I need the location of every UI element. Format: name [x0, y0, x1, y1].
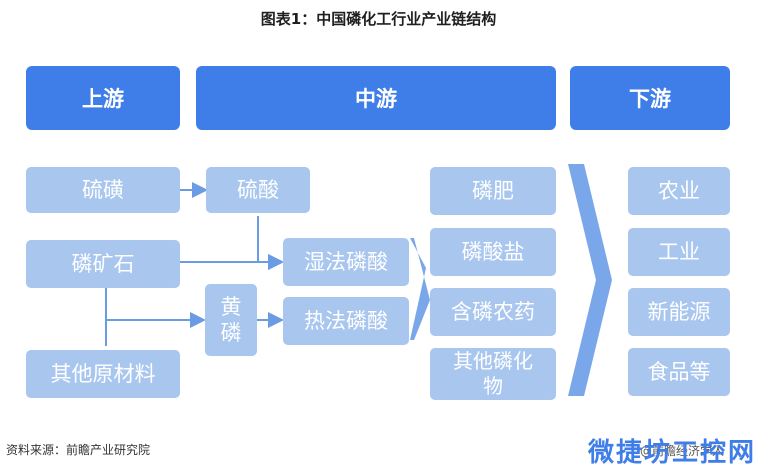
- box-other-phosphides: 其他磷化 物: [430, 348, 556, 400]
- chevron-products: [568, 164, 612, 396]
- arrow-rock-to-yellow: [105, 288, 206, 328]
- header-downstream: 下游: [570, 66, 730, 130]
- box-phosphate-fertilizer: 磷肥: [430, 167, 556, 215]
- header-midstream: 中游: [196, 66, 556, 130]
- arrow-acid-to-wet: [257, 216, 284, 270]
- box-thermal-process-acid: 热法磷酸: [283, 297, 409, 345]
- box-new-energy: 新能源: [628, 288, 730, 336]
- other-phosphides-line1: 其他磷化: [453, 349, 533, 373]
- box-other-materials: 其他原材料: [26, 350, 180, 398]
- yellow-phosphorus-line2: 磷: [220, 321, 242, 345]
- box-yellow-phosphorus: 黄 磷: [205, 284, 257, 356]
- other-phosphides-line2: 物: [483, 374, 503, 398]
- figure-title: 图表1：中国磷化工行业产业链结构: [260, 10, 497, 28]
- box-phosphorus-pesticide: 含磷农药: [430, 288, 556, 336]
- box-phosphate-rock: 磷矿石: [26, 240, 180, 288]
- yellow-phosphorus-line1: 黄: [220, 294, 242, 319]
- box-agriculture: 农业: [628, 167, 730, 215]
- box-industry: 工业: [628, 228, 730, 276]
- box-food: 食品等: [628, 348, 730, 396]
- source-note: 资料来源：前瞻产业研究院: [6, 443, 151, 457]
- watermark-small: @前瞻经济学人: [640, 444, 725, 458]
- box-sulfur: 硫磺: [26, 167, 180, 213]
- box-sulfuric-acid: 硫酸: [206, 167, 310, 213]
- chevron-acids: [410, 238, 430, 340]
- header-upstream: 上游: [26, 66, 180, 130]
- watermark-logo: 微捷坊工控网: [588, 438, 757, 468]
- box-phosphate-salt: 磷酸盐: [430, 228, 556, 276]
- box-wet-process-acid: 湿法磷酸: [283, 238, 409, 286]
